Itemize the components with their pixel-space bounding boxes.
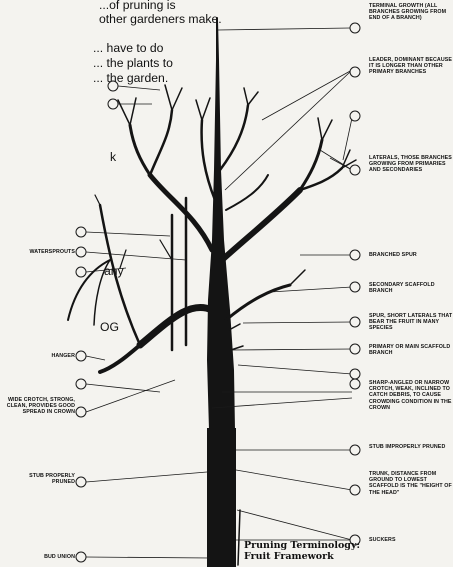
label-branched-spur: Branched spur	[369, 252, 453, 258]
label-narrow-crotch: Sharp-angled or narrow crotch, weak, inc…	[369, 380, 453, 411]
label-watersprouts: Watersprouts	[6, 249, 75, 255]
label-laterals: Laterals, those branches growing from pr…	[369, 155, 453, 174]
label-suckers: Suckers	[369, 537, 453, 543]
label-hanger: Hanger	[6, 353, 75, 359]
label-primary-scaffold: Primary or main scaffold branch	[369, 344, 453, 356]
label-stub-improperly: Stub improperly pruned	[369, 444, 453, 450]
label-stub-properly: Stub properly pruned	[6, 473, 75, 485]
label-spur: Spur, short laterals that bear the fruit…	[369, 313, 453, 332]
label-secondary-scaffold: Secondary scaffold branch	[369, 282, 453, 294]
label-leader: Leader, dominant because it is longer th…	[369, 57, 453, 76]
caption-line-2: Fruit Framework	[244, 551, 360, 562]
tree-trunk	[207, 20, 236, 567]
label-wide-crotch: Wide crotch, strong, clean, provides goo…	[6, 397, 75, 416]
caption-line-1: Pruning Terminology:	[244, 540, 360, 551]
label-bud-union: Bud union	[6, 554, 75, 560]
diagram-caption: Pruning Terminology: Fruit Framework	[244, 540, 360, 562]
label-trunk: Trunk, distance from ground to lowest sc…	[369, 471, 453, 496]
label-terminal-growth: Terminal growth (all branches growing fr…	[369, 3, 453, 22]
